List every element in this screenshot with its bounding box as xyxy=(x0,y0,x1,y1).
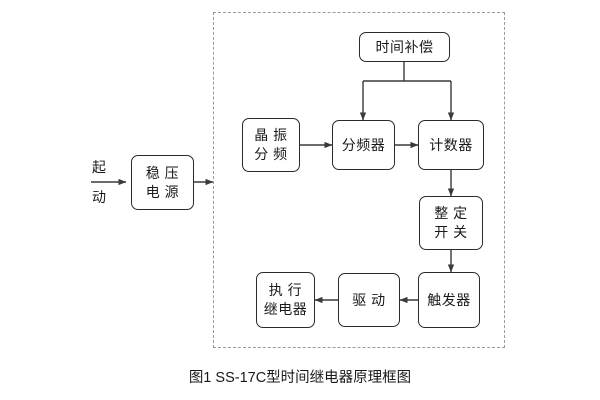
block-trigger-label: 触发器 xyxy=(427,291,471,308)
block-power-supply-line2: 电 源 xyxy=(145,183,180,200)
block-time-compensation[interactable]: 时间补偿 xyxy=(359,32,450,62)
block-output-relay[interactable]: 执 行 继电器 xyxy=(256,272,315,328)
block-crystal-divider-line1: 晶 振 xyxy=(254,127,288,144)
start-label-bottom: 动 xyxy=(92,189,106,205)
block-counter[interactable]: 计数器 xyxy=(418,120,484,170)
block-setting-switch-line1: 整 定 xyxy=(434,205,468,222)
block-frequency-divider-label: 分频器 xyxy=(341,136,386,153)
block-driver[interactable]: 驱 动 xyxy=(338,273,400,327)
start-label-top: 起 xyxy=(92,159,106,175)
block-setting-switch[interactable]: 整 定 开 关 xyxy=(419,196,483,250)
block-frequency-divider[interactable]: 分频器 xyxy=(332,120,395,170)
block-driver-label: 驱 动 xyxy=(352,291,386,308)
block-output-relay-line1: 执 行 xyxy=(268,282,303,299)
figure-caption: 图1 SS-17C型时间继电器原理框图 xyxy=(188,370,412,386)
block-power-supply-line1: 稳 压 xyxy=(145,164,180,181)
block-counter-label: 计数器 xyxy=(429,136,473,153)
block-trigger[interactable]: 触发器 xyxy=(418,272,480,328)
block-time-compensation-label: 时间补偿 xyxy=(375,38,434,55)
block-crystal-divider-line2: 分 频 xyxy=(254,146,288,162)
block-crystal-divider[interactable]: 晶 振 分 频 xyxy=(242,118,300,172)
block-output-relay-line2: 继电器 xyxy=(263,301,308,317)
block-setting-switch-line2: 开 关 xyxy=(434,224,468,240)
block-power-supply[interactable]: 稳 压 电 源 xyxy=(131,155,194,210)
